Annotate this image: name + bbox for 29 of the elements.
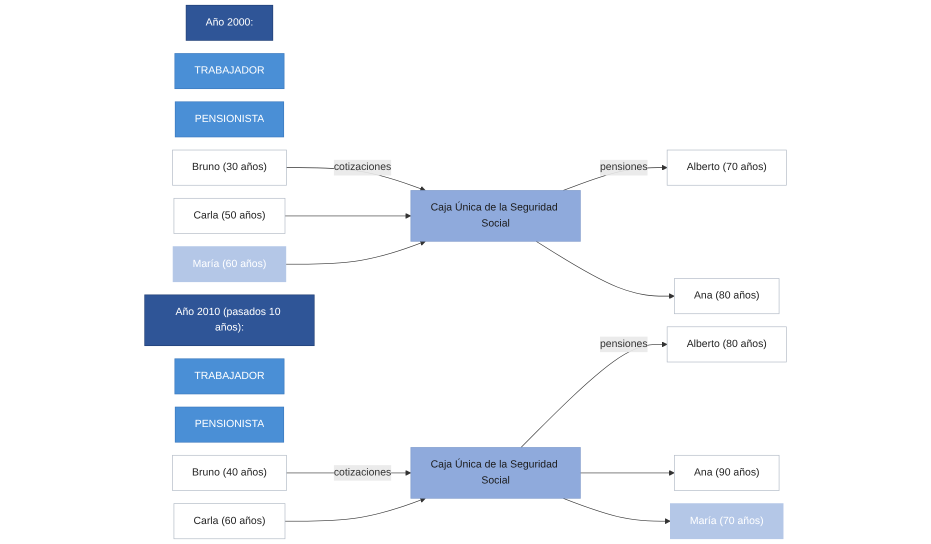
node-box: Carla (50 años) [174, 198, 286, 234]
node-box: TRABAJADOR [174, 358, 284, 394]
node-box: Caja Única de la Seguridad Social [410, 447, 581, 499]
node-box: PENSIONISTA [174, 406, 284, 443]
node-box: María (70 años) [670, 503, 784, 540]
node-box: Ana (90 años) [674, 454, 780, 491]
arrow [286, 240, 426, 264]
arrow [580, 470, 675, 476]
node-box: Año 2000: [186, 4, 274, 41]
node-box: Año 2010 (pasados 10 años): [144, 294, 315, 346]
arrow [284, 213, 412, 219]
edge-label: cotizaciones [334, 467, 392, 478]
node-box: Caja Única de la Seguridad Social [410, 190, 581, 242]
node-box: María (60 años) [172, 246, 286, 282]
node-box: Ana (80 años) [674, 278, 780, 314]
node-box: Bruno (30 años) [172, 150, 287, 186]
node-box: Bruno (40 años) [172, 454, 287, 491]
node-box: Carla (60 años) [174, 503, 286, 540]
edge-label: cotizaciones [334, 162, 392, 173]
arrow [536, 241, 675, 299]
arrow [520, 342, 668, 448]
edge-label: pensiones [600, 338, 648, 350]
node-box: Alberto (80 años) [666, 326, 787, 362]
node-box: Alberto (70 años) [666, 150, 787, 186]
edge-label: pensiones [600, 162, 648, 173]
node-box: TRABAJADOR [174, 53, 284, 90]
arrow [284, 497, 426, 522]
arrow [562, 498, 671, 524]
node-box: PENSIONISTA [174, 101, 284, 138]
